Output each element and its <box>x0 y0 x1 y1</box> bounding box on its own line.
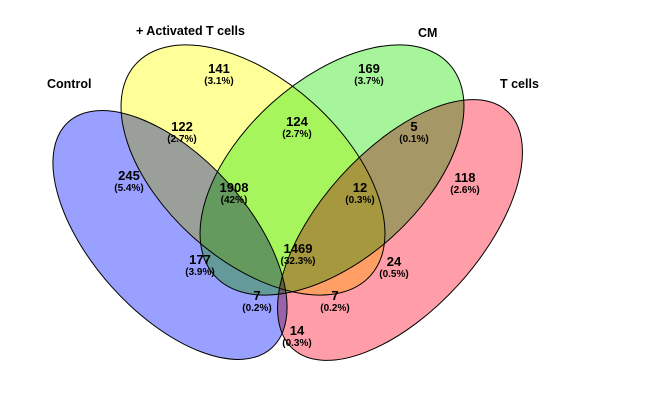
region-percent: (5.4%) <box>114 183 143 194</box>
region-cm-tcells: 5 (0.1%) <box>399 119 428 145</box>
region-all-four: 1469 (32.3%) <box>280 241 315 267</box>
region-activated-cm-tcells: 12 (0.3%) <box>345 180 374 206</box>
region-count: 1908 <box>220 180 249 195</box>
region-cm-only: 169 (3.7%) <box>354 61 383 87</box>
region-tcells-only: 118 (2.6%) <box>450 170 479 196</box>
activated-t-cells-set-label: + Activated T cells <box>136 24 245 38</box>
region-count: 7 <box>253 288 260 303</box>
region-control-cm-tcells: 7 (0.2%) <box>242 288 271 314</box>
region-count: 24 <box>387 254 402 269</box>
region-count: 245 <box>118 168 140 183</box>
region-count: 12 <box>353 180 367 195</box>
region-control-activated: 122 (2.7%) <box>167 119 196 145</box>
region-percent: (0.3%) <box>345 195 374 206</box>
region-percent: (2.7%) <box>282 129 311 140</box>
region-control-only: 245 (5.4%) <box>114 168 143 194</box>
region-count: 169 <box>358 61 380 76</box>
control-set-label: Control <box>47 77 91 91</box>
cm-set-label: CM <box>418 26 437 40</box>
region-control-cm: 177 (3.9%) <box>185 252 214 278</box>
region-percent: (3.9%) <box>185 267 214 278</box>
region-activated-only: 141 (3.1%) <box>204 61 233 87</box>
region-count: 7 <box>331 288 338 303</box>
region-percent: (32.3%) <box>280 256 315 267</box>
t-cells-set-label: T cells <box>500 77 539 91</box>
region-percent: (0.3%) <box>282 338 311 349</box>
region-count: 124 <box>286 114 308 129</box>
region-percent: (0.5%) <box>379 269 408 280</box>
region-percent: (2.7%) <box>167 134 196 145</box>
region-count: 177 <box>189 252 211 267</box>
region-percent: (0.2%) <box>320 303 349 314</box>
t-cells-set-ellipse <box>277 99 523 361</box>
region-percent: (42%) <box>221 195 248 206</box>
region-activated-cm: 124 (2.7%) <box>282 114 311 140</box>
region-count: 5 <box>410 119 417 134</box>
region-count: 141 <box>208 61 230 76</box>
region-count: 14 <box>290 323 305 338</box>
region-percent: (3.7%) <box>354 76 383 87</box>
region-percent: (0.1%) <box>399 134 428 145</box>
region-percent: (3.1%) <box>204 76 233 87</box>
region-count: 118 <box>455 170 476 185</box>
region-percent: (2.6%) <box>450 185 479 196</box>
region-control-tcells: 14 (0.3%) <box>282 323 311 349</box>
region-control-activated-cm: 1908 (42%) <box>220 180 249 206</box>
region-activated-tcells: 24 (0.5%) <box>379 254 408 280</box>
region-count: 1469 <box>284 241 313 256</box>
region-count: 122 <box>171 119 193 134</box>
region-control-activated-tcells: 7 (0.2%) <box>320 288 349 314</box>
region-percent: (0.2%) <box>242 303 271 314</box>
